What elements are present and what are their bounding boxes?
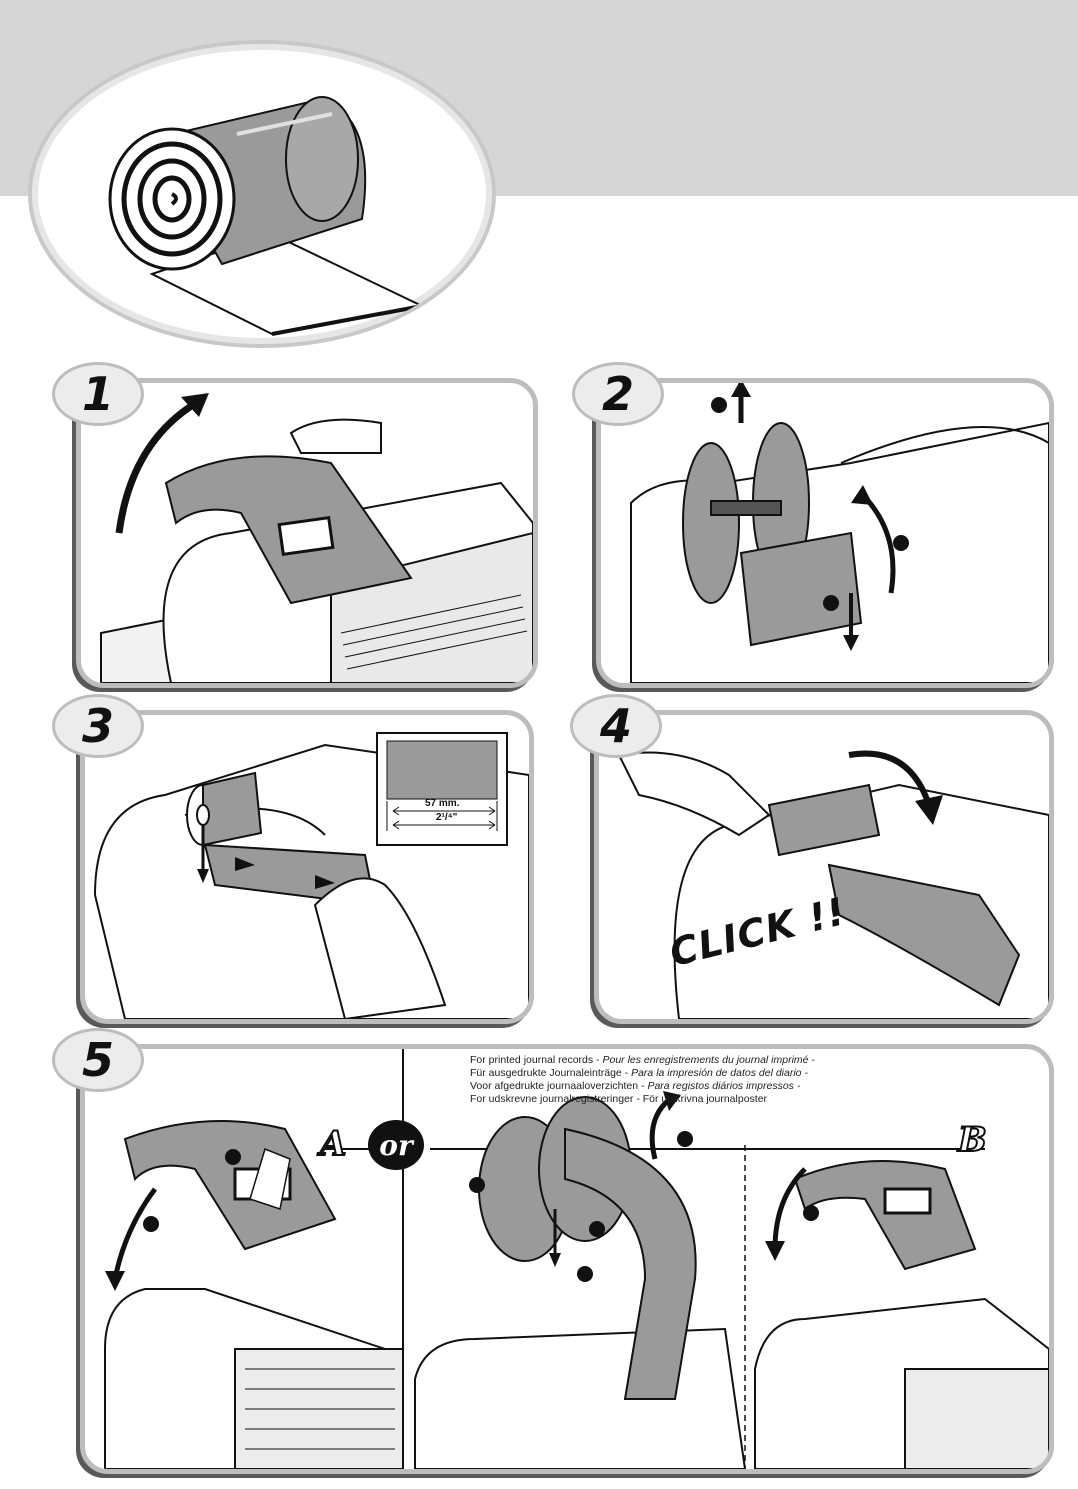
roll-width-inch: 2¹/⁴": [436, 812, 458, 823]
step-2-illustration: [630, 383, 1049, 683]
step-5-panel: [80, 1044, 1054, 1474]
journal-note-text: For printed journal records -: [470, 1054, 603, 1066]
journal-note-italic: Para la impresión de datos del diario -: [631, 1067, 808, 1079]
journal-note-italic: Pour les enregistrements du journal impr…: [602, 1054, 815, 1066]
step-2-number: 2: [601, 367, 634, 421]
roll-width-mm: 57 mm.: [425, 798, 460, 809]
journal-note-text: Voor afgedrukte journaaloverzichten -: [470, 1080, 648, 1092]
step-2-badge: 2: [572, 362, 664, 426]
journal-note-line: For printed journal records - Pour les e…: [470, 1054, 990, 1067]
step-5-illustration: [104, 1049, 1049, 1469]
step-5-badge: 5: [52, 1028, 144, 1092]
journal-note-text: Für ausgedrukte Journaleinträge -: [470, 1067, 632, 1079]
journal-note-text: For udskrevne journalregistreringer - Fö…: [470, 1093, 768, 1105]
paper-roll-illustration: [28, 40, 496, 348]
step-4-badge: 4: [570, 694, 662, 758]
step-4-illustration: [617, 750, 1049, 1019]
or-badge: or: [368, 1120, 424, 1170]
journal-note-line: Voor afgedrukte journaaloverzichten - Pa…: [470, 1080, 990, 1093]
journal-note-italic: Para registos diários impressos -: [647, 1080, 801, 1092]
step-2-panel: [596, 378, 1054, 688]
step-3-illustration: [93, 732, 529, 1019]
step-5-number: 5: [81, 1033, 114, 1087]
step-1-illustration: [100, 393, 533, 683]
option-a-label: A: [319, 1123, 347, 1165]
journal-note-line: Für ausgedrukte Journaleinträge - Para l…: [470, 1067, 990, 1080]
step-1-panel: [76, 378, 538, 688]
step-1-number: 1: [81, 367, 114, 421]
option-b-label: B: [957, 1119, 988, 1161]
step-1-badge: 1: [52, 362, 144, 426]
step-4-panel: [594, 710, 1054, 1024]
step-4-number: 4: [599, 699, 632, 753]
step-3-number: 3: [81, 699, 114, 753]
journal-note: For printed journal records - Pour les e…: [470, 1054, 990, 1106]
journal-note-line: For udskrevne journalregistreringer - Fö…: [470, 1093, 990, 1106]
paper-roll-drawing: [108, 96, 426, 336]
or-label: or: [379, 1128, 413, 1162]
step-3-panel: [80, 710, 534, 1024]
step-3-badge: 3: [52, 694, 144, 758]
